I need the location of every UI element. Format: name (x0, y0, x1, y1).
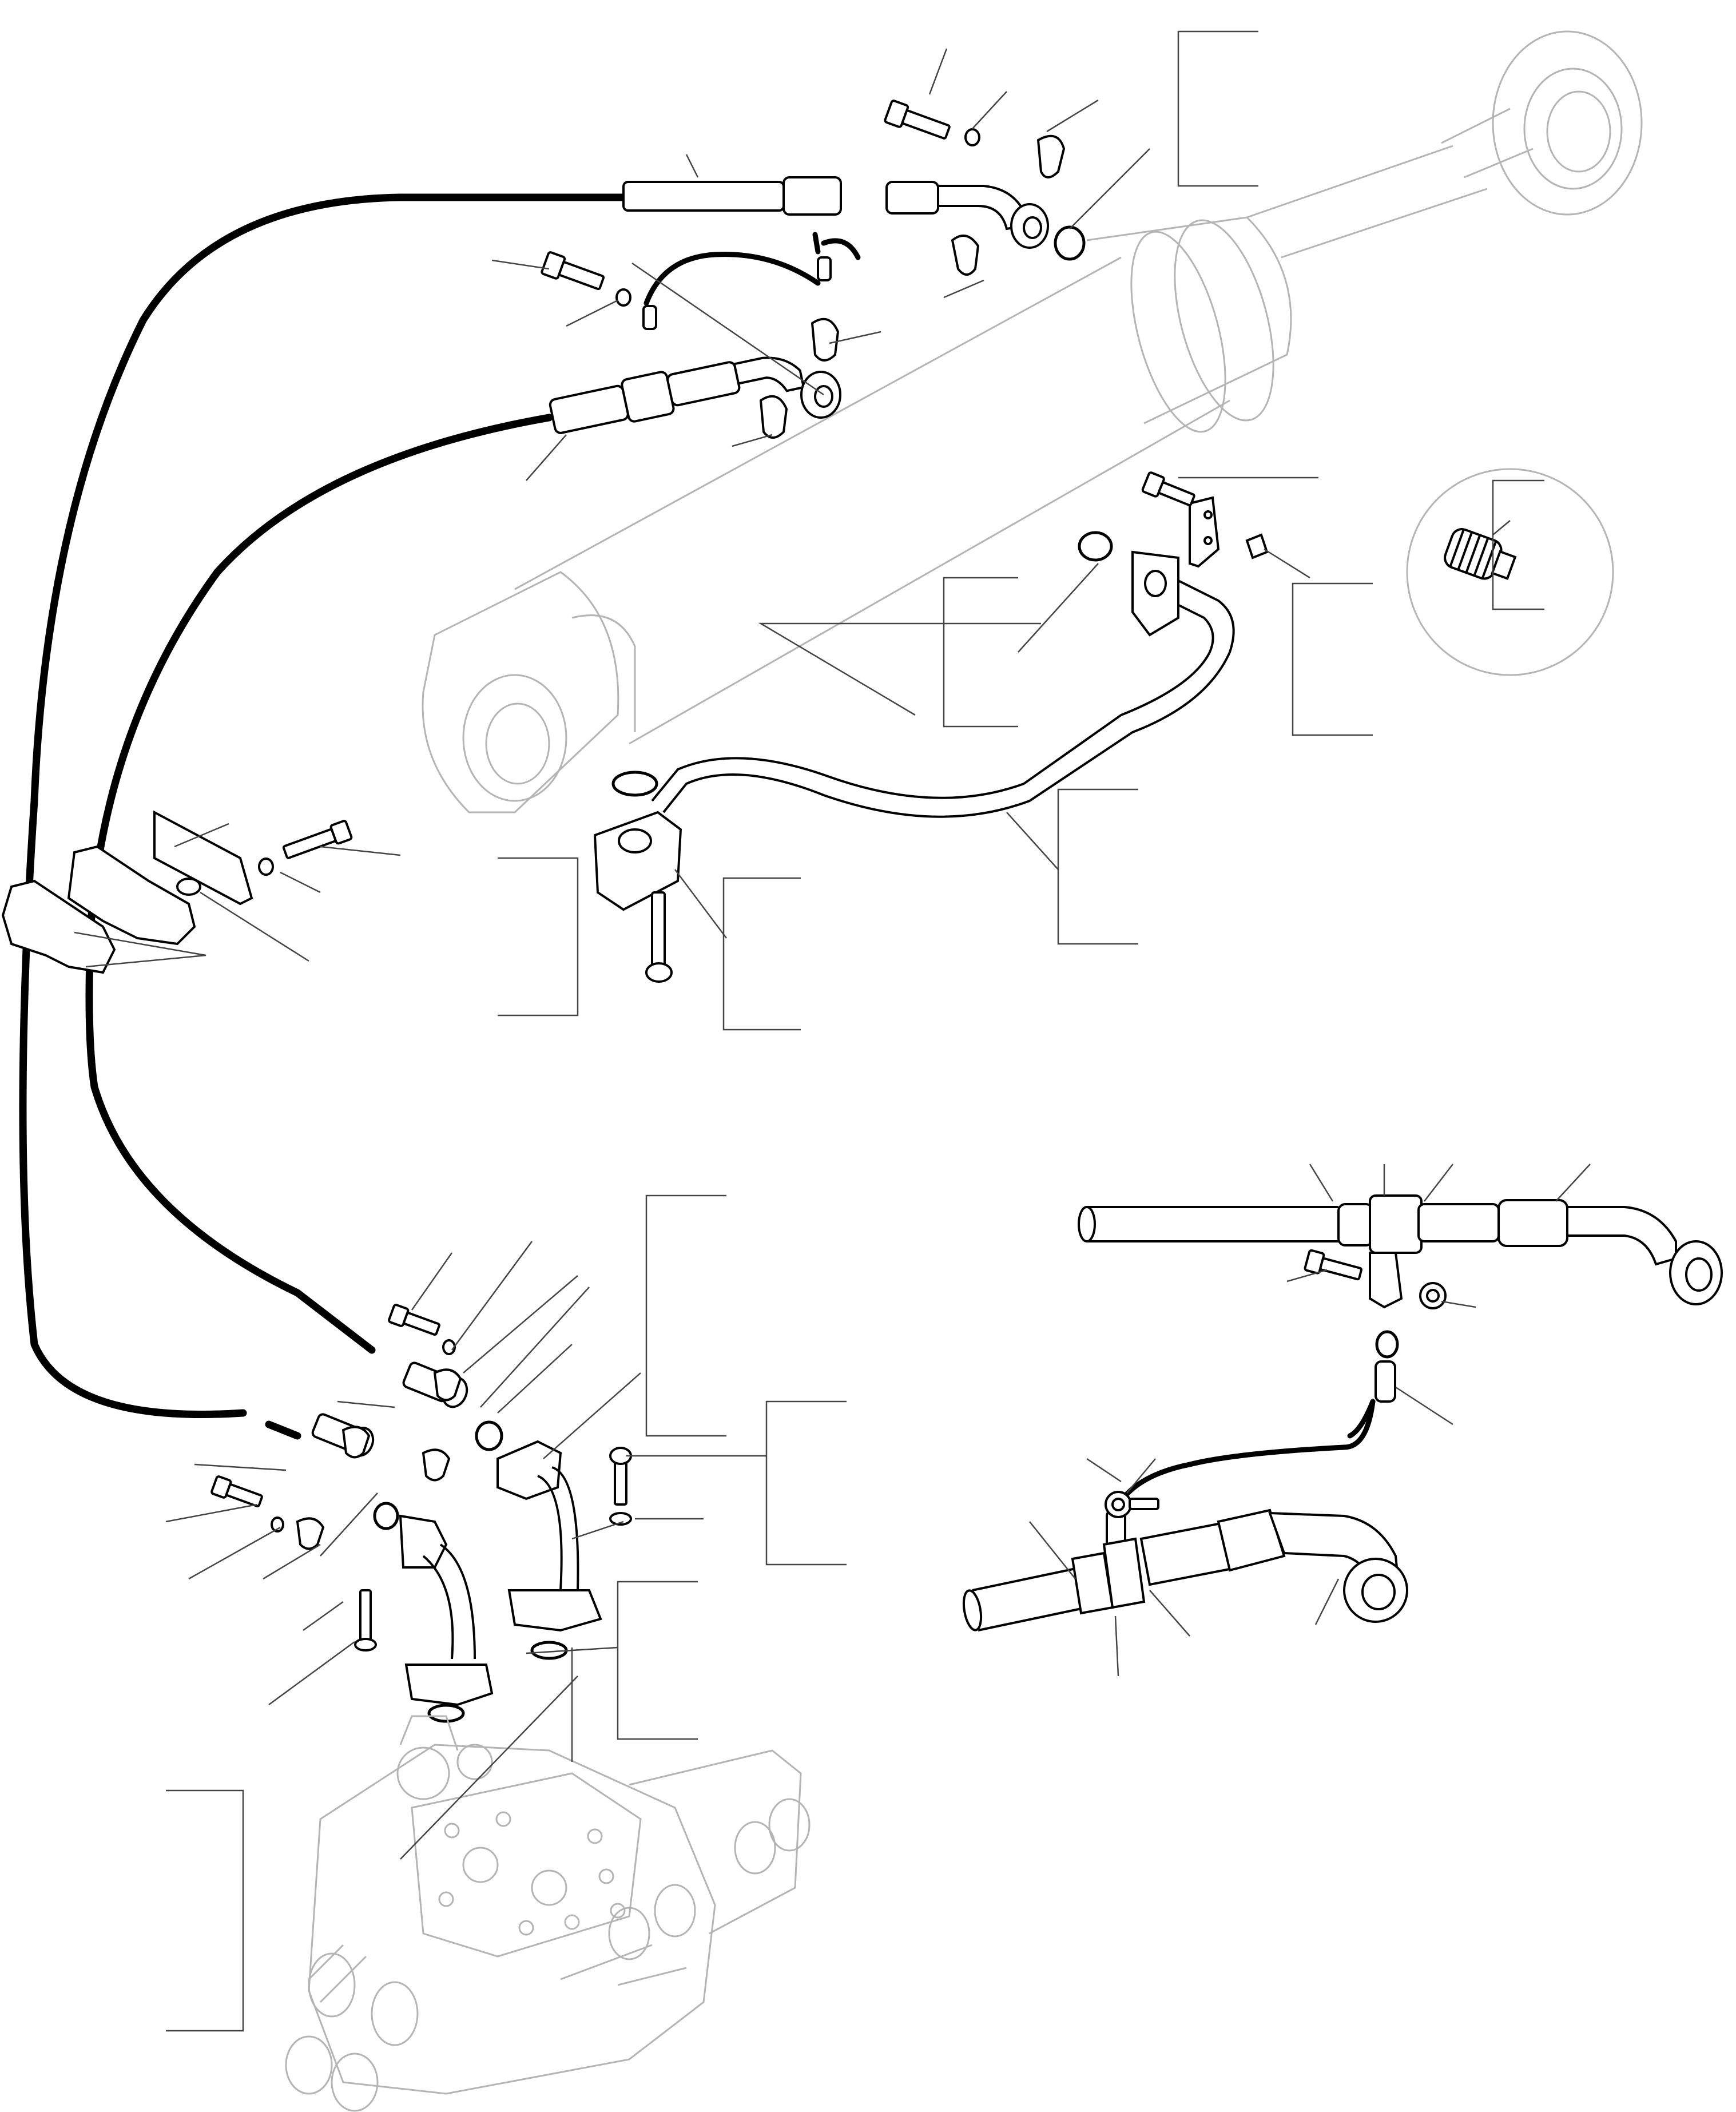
upper-tag-stub (812, 232, 861, 260)
tube-cylinder (593, 471, 1269, 983)
hose-outer (19, 193, 633, 1418)
rod-eye-mid (1523, 68, 1623, 190)
upper-half-clamp-a (1036, 134, 1066, 178)
bracket-bolt (1141, 471, 1195, 507)
cylinder-oring-bottom (611, 771, 658, 797)
spacer-tube (176, 878, 201, 896)
upper-flange-bore (1023, 216, 1042, 239)
bracket-hole-a (1203, 510, 1213, 519)
cylinder-oring-top (1078, 531, 1113, 562)
valve-bolt-b (614, 1458, 627, 1506)
upper-clamp (782, 176, 842, 216)
hose-clamp-bracket (1, 810, 353, 974)
rod-eye-outer (1492, 30, 1643, 216)
mounting-bracket (1189, 496, 1220, 568)
clamp-plate (153, 810, 253, 906)
clamp-bolt (282, 820, 353, 859)
inset-bracket (1492, 479, 1544, 610)
upper-washer (964, 128, 980, 146)
cylinder-barrel (514, 256, 1230, 745)
middle-bolt (541, 251, 605, 291)
flange-bolt-head (645, 962, 673, 983)
upper-hose-fitting (622, 100, 1086, 306)
upper-half-clamp-b (951, 235, 980, 276)
inset-circle-outline (1406, 468, 1614, 676)
gland-ring (1174, 219, 1274, 422)
middle-tag (642, 305, 657, 330)
upper-tag (817, 256, 832, 281)
control-valve-block (285, 1715, 811, 2112)
middle-elbow (733, 356, 805, 392)
hose-inner (85, 414, 553, 1354)
bracket-hole-b (1203, 536, 1213, 545)
middle-washer (615, 288, 631, 307)
base-eye-inner (485, 702, 550, 785)
grease-nipple (1245, 533, 1269, 559)
callout-brackets (166, 30, 1373, 2032)
barrel-end (1130, 231, 1226, 433)
upper-hose-ferrule (622, 181, 785, 212)
valve-oring-c (427, 1704, 465, 1723)
tube-valve-left (354, 1514, 494, 1723)
inset-fitting (1444, 528, 1517, 580)
middle-half-clamp-a (811, 317, 840, 362)
upper-crimp (885, 181, 939, 215)
hose-outer-tail (265, 1420, 301, 1440)
hydraulic-cylinder (422, 30, 1643, 813)
cylinder-tube-lower-flange (593, 811, 682, 911)
middle-clamp (621, 371, 675, 423)
valve-oring-a (475, 1420, 503, 1451)
upper-wire-loop (643, 252, 821, 306)
upper-oring (1054, 225, 1086, 261)
middle-hose-ferrule (549, 384, 629, 434)
flange-bolt-shank (651, 891, 666, 968)
upper-bolt (884, 100, 951, 140)
base-lug (571, 614, 636, 732)
middle-crimp (666, 361, 741, 407)
valve-bolt-a (359, 1589, 372, 1643)
piston-rod (1246, 108, 1534, 259)
middle-hose-fitting (541, 251, 841, 439)
upper-flange-hole (1144, 570, 1167, 597)
base-eye-outer (462, 674, 567, 802)
detail-view-hose-assembly (962, 1194, 1723, 1631)
cylinder-base (422, 571, 619, 813)
tube-valve-right (496, 1440, 632, 1660)
cylinder-gland (1086, 216, 1292, 424)
middle-half-clamp-b (759, 395, 788, 439)
valve-fittings (210, 1304, 632, 1723)
lower-flange-bore (618, 828, 652, 853)
middle-flange-bore (814, 385, 833, 408)
clamp-washer (258, 857, 274, 876)
valve-oring-b (373, 1502, 399, 1530)
leader-lines (74, 48, 1591, 1860)
rod-eye-inner (1546, 90, 1611, 173)
detail-inset-circle (1406, 468, 1614, 676)
